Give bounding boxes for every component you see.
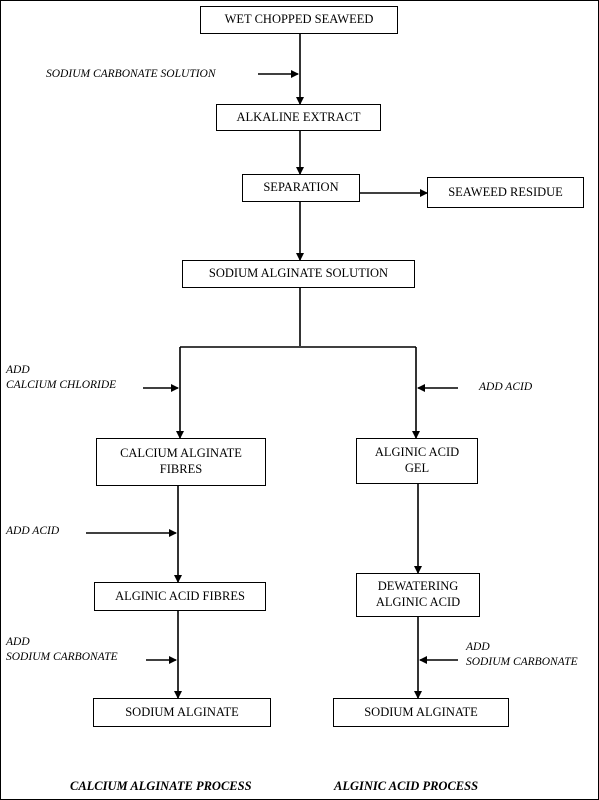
box-wet-chopped-seaweed: WET CHOPPED SEAWEED [200,6,398,34]
caption-calcium-alginate-process: CALCIUM ALGINATE PROCESS [70,779,252,793]
box-dewatering-alginic-acid: DEWATERING ALGINIC ACID [356,573,480,617]
box-alginic-acid-fibres: ALGINIC ACID FIBRES [94,582,266,611]
caption-alginic-acid-process: ALGINIC ACID PROCESS [334,779,479,793]
label-add-acid-right: ADD ACID [479,381,533,393]
label-add-acid-left: ADD ACID [6,525,60,537]
label-sodium-carbonate-solution: SODIUM CARBONATE SOLUTION [46,68,216,80]
box-sodium-alginate-solution: SODIUM ALGINATE SOLUTION [182,260,415,288]
label-add-sodium-carbonate-left: ADD SODIUM CARBONATE [6,636,118,663]
box-separation: SEPARATION [242,174,360,202]
label-add-sodium-carbonate-right: ADD SODIUM CARBONATE [466,641,578,668]
label-add-calcium-chloride: ADD CALCIUM CHLORIDE [6,364,117,391]
box-alginic-acid-gel: ALGINIC ACID GEL [356,438,478,484]
box-alkaline-extract: ALKALINE EXTRACT [216,104,381,131]
box-sodium-alginate-left: SODIUM ALGINATE [93,698,271,727]
box-calcium-alginate-fibres: CALCIUM ALGINATE FIBRES [96,438,266,486]
box-sodium-alginate-right: SODIUM ALGINATE [333,698,509,727]
box-seaweed-residue: SEAWEED RESIDUE [427,177,584,208]
